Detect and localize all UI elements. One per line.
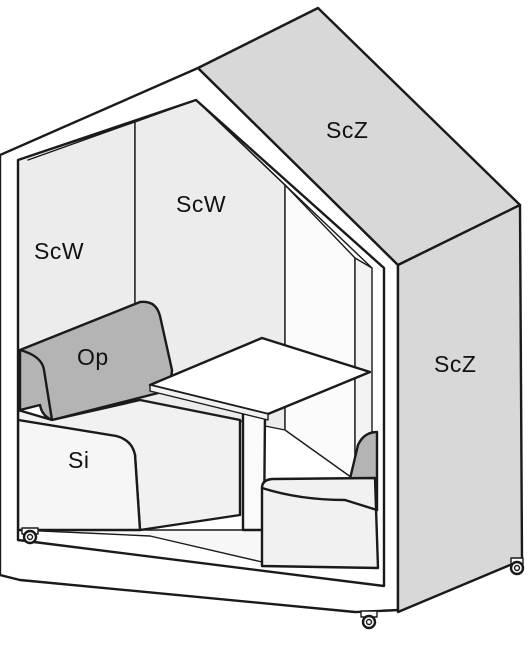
caster-front-right: [360, 610, 378, 630]
label-back-cushion: Op: [77, 344, 109, 370]
table-top-edge: [149, 384, 269, 421]
label-side-panel: ScZ: [434, 351, 476, 377]
caster-back-right: [509, 557, 525, 576]
label-seat: Si: [68, 447, 89, 473]
label-back-wall-left: ScW: [34, 238, 84, 264]
side-panel: [396, 203, 524, 614]
front-frame-inner-edge: [27, 99, 373, 269]
caster-front-left: [21, 527, 39, 545]
label-roof-panel: ScZ: [326, 117, 368, 143]
main-seat-front: [16, 418, 142, 532]
back-cushion-left-edge: [18, 348, 54, 422]
right-seat-top: [260, 486, 379, 512]
right-seat: [260, 476, 380, 570]
label-back-wall-center: ScW: [176, 191, 226, 217]
